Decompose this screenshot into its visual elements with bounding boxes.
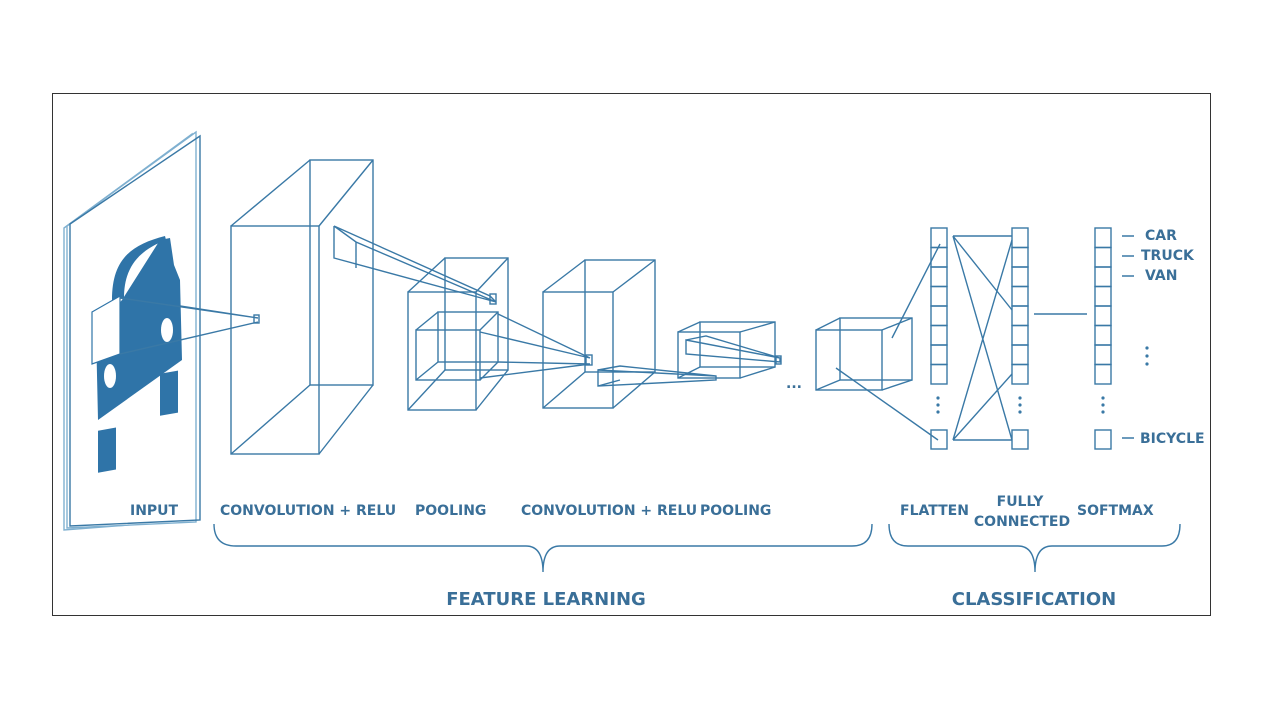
- ellipsis-label: ...: [786, 376, 802, 392]
- neuron-cell: [1094, 429, 1112, 450]
- neuron-cell: [1011, 324, 1029, 346]
- neuron-cell: [1094, 266, 1112, 288]
- label-connected: CONNECTED: [974, 514, 1070, 530]
- pool1-volume: [407, 257, 593, 411]
- output-truck: TRUCK: [1141, 248, 1195, 264]
- label-conv2: CONVOLUTION + RELU: [521, 503, 697, 519]
- neuron-cell: [930, 266, 948, 288]
- final-volume: [815, 243, 941, 441]
- neuron-cell: [1011, 305, 1029, 327]
- classification-brace: [888, 523, 1181, 573]
- label-pool1: POOLING: [415, 503, 486, 519]
- neuron-columns: [930, 227, 1112, 450]
- conv1-volume: [230, 159, 497, 455]
- neuron-cell: [1094, 324, 1112, 346]
- neuron-cell: [930, 305, 948, 327]
- neuron-cell: [1094, 305, 1112, 327]
- conv2-volume: [542, 259, 717, 409]
- output-bicycle: BICYCLE: [1140, 431, 1205, 447]
- neuron-cell: [1094, 344, 1112, 366]
- neuron-cell: [930, 324, 948, 346]
- neuron-cell: [1011, 429, 1029, 450]
- label-input: INPUT: [130, 503, 179, 519]
- label-softmax: SOFTMAX: [1077, 503, 1154, 519]
- label-flatten: FLATTEN: [900, 503, 969, 519]
- neuron-cell: [930, 285, 948, 307]
- group-feature-learning: FEATURE LEARNING: [446, 589, 646, 610]
- neuron-cell: [1094, 227, 1112, 249]
- neuron-cell: [930, 344, 948, 366]
- label-pool2: POOLING: [700, 503, 771, 519]
- output-car: CAR: [1145, 228, 1177, 244]
- connections: [952, 235, 1134, 441]
- output-van: VAN: [1145, 268, 1177, 284]
- neuron-cell: [1011, 285, 1029, 307]
- input-image: [63, 130, 260, 531]
- neuron-cell: [930, 429, 948, 450]
- neuron-cell: [930, 363, 948, 385]
- label-conv1: CONVOLUTION + RELU: [220, 503, 396, 519]
- vertical-dots: [936, 346, 1149, 414]
- neuron-cell: [1011, 227, 1029, 249]
- pool2-volume: [677, 321, 782, 379]
- neuron-cell: [1094, 363, 1112, 385]
- neuron-cell: [1011, 266, 1029, 288]
- label-fully: FULLY: [997, 494, 1045, 510]
- diagram-frame: [52, 93, 1211, 616]
- neuron-cell: [1011, 246, 1029, 268]
- neuron-cell: [1094, 285, 1112, 307]
- group-classification: CLASSIFICATION: [952, 589, 1117, 610]
- feature-learning-brace: [213, 523, 873, 573]
- car-icon: [91, 236, 182, 473]
- neuron-cell: [1011, 344, 1029, 366]
- neuron-cell: [1011, 363, 1029, 385]
- neuron-cell: [1094, 246, 1112, 268]
